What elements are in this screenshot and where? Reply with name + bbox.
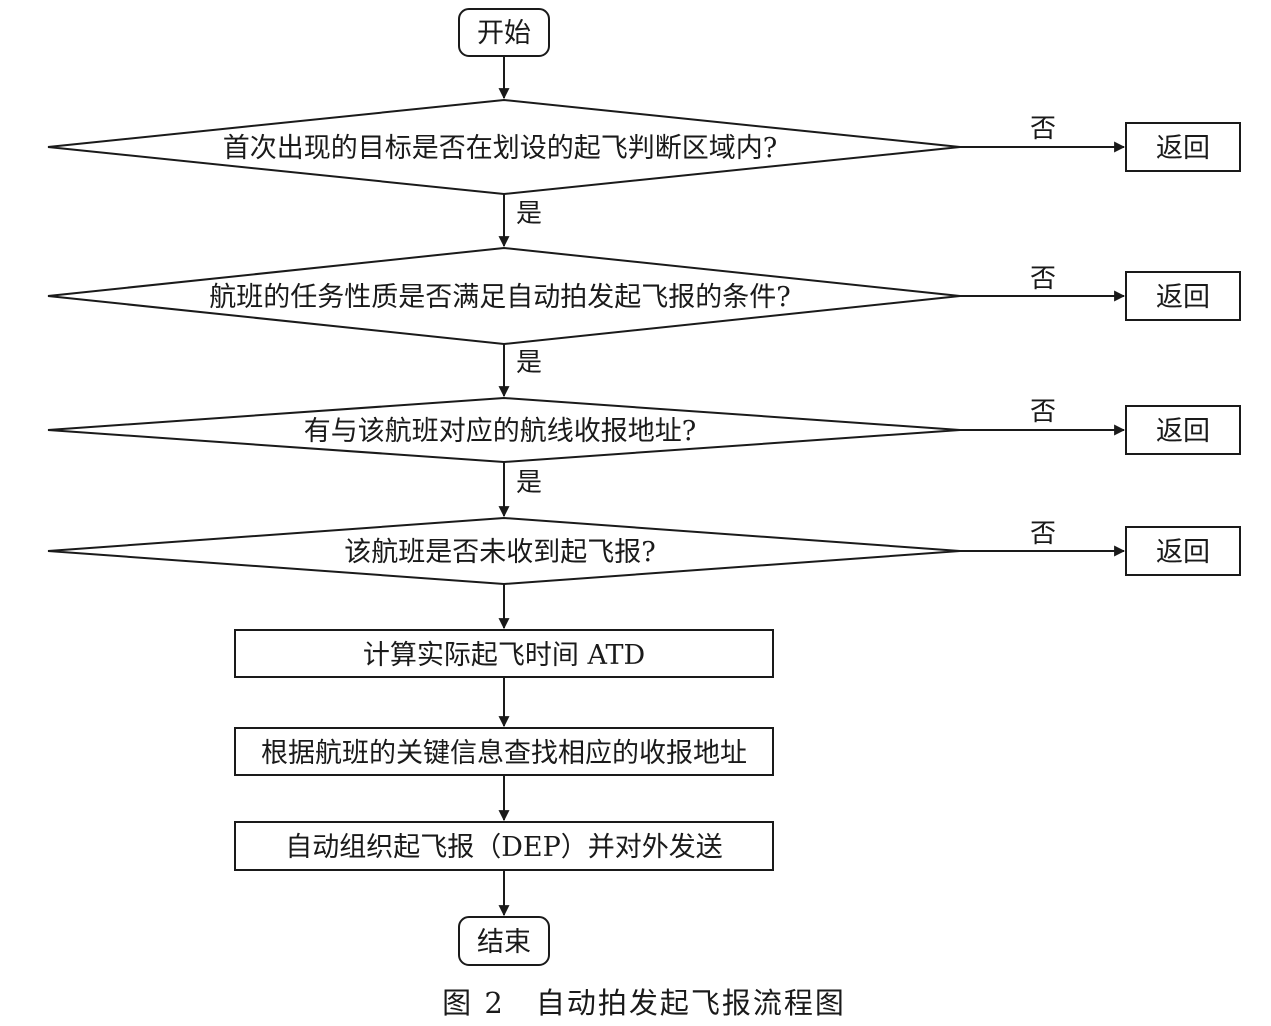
decision-1: 首次出现的目标是否在划设的起飞判断区域内? (47, 98, 961, 196)
return-label-4: 返回 (1156, 537, 1210, 568)
process-1-label: 计算实际起飞时间 ATD (363, 640, 645, 671)
return-box-3: 返回 (1125, 405, 1241, 455)
decision-4-label: 该航班是否未收到起飞报? (344, 537, 655, 568)
decision-3-label: 有与该航班对应的航线收报地址? (304, 416, 696, 447)
process-3: 自动组织起飞报（DEP）并对外发送 (234, 821, 774, 871)
process-2-label: 根据航班的关键信息查找相应的收报地址 (261, 738, 747, 769)
decision-1-label: 首次出现的目标是否在划设的起飞判断区域内? (223, 133, 777, 164)
decision-3-no-label: 否 (1030, 397, 1056, 427)
decision-2-yes-label: 是 (516, 348, 542, 378)
start-node: 开始 (458, 8, 550, 57)
decision-3-yes-label: 是 (516, 468, 542, 498)
decision-2-no-label: 否 (1030, 264, 1056, 294)
return-box-2: 返回 (1125, 271, 1241, 321)
decision-2: 航班的任务性质是否满足自动拍发起飞报的条件? (47, 246, 961, 346)
return-box-4: 返回 (1125, 526, 1241, 576)
start-label: 开始 (477, 18, 531, 49)
return-label-3: 返回 (1156, 416, 1210, 447)
decision-3: 有与该航班对应的航线收报地址? (47, 396, 961, 464)
decision-4: 该航班是否未收到起飞报? (47, 516, 961, 586)
process-3-label: 自动组织起飞报（DEP）并对外发送 (285, 832, 723, 863)
return-label-1: 返回 (1156, 133, 1210, 164)
decision-1-no-label: 否 (1030, 114, 1056, 144)
return-label-2: 返回 (1156, 282, 1210, 313)
decision-2-label: 航班的任务性质是否满足自动拍发起飞报的条件? (209, 282, 790, 313)
end-node: 结束 (458, 916, 550, 966)
decision-4-no-label: 否 (1030, 519, 1056, 549)
figure-caption: 图 2 自动拍发起飞报流程图 (442, 986, 846, 1020)
end-label: 结束 (477, 927, 531, 958)
process-2: 根据航班的关键信息查找相应的收报地址 (234, 727, 774, 776)
process-1: 计算实际起飞时间 ATD (234, 629, 774, 678)
return-box-1: 返回 (1125, 122, 1241, 172)
decision-1-yes-label: 是 (516, 199, 542, 229)
